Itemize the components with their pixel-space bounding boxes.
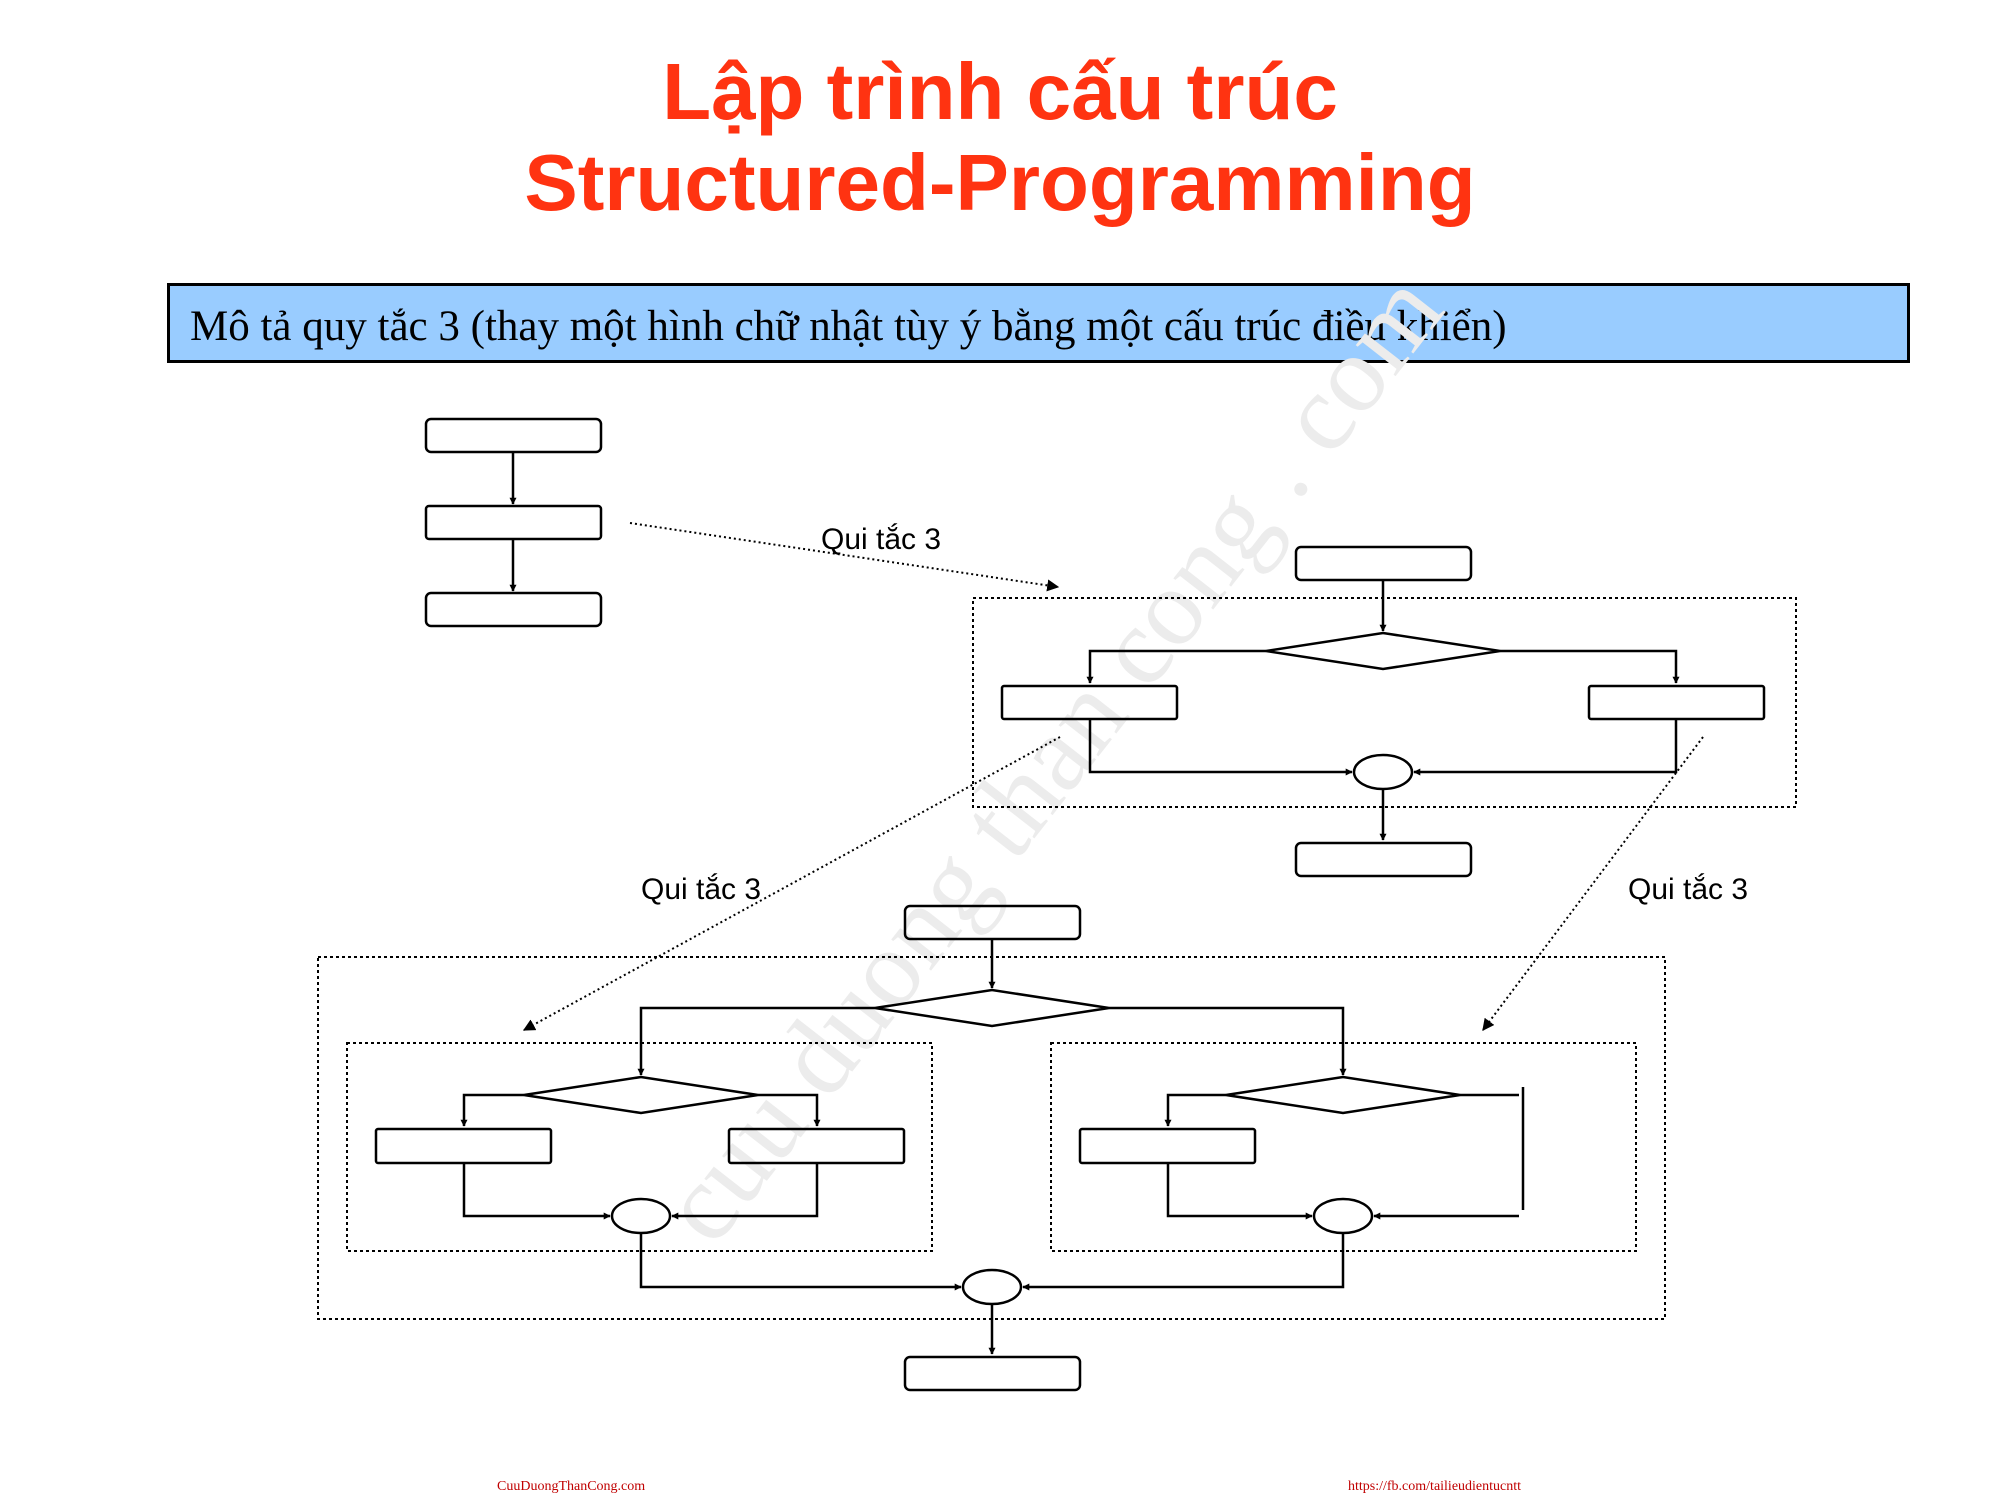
ifelse-decision-diamond	[1265, 631, 1501, 671]
ifelse-right-rect	[1587, 684, 1766, 721]
rule3-arrow-left	[522, 736, 1061, 1031]
nested-outer-merge-connector	[961, 1268, 1023, 1306]
nested-outer-container	[317, 956, 1666, 1320]
seq-bottom-rect	[424, 591, 603, 628]
nested-right-decision-diamond	[1225, 1075, 1461, 1115]
rule-description-text: Mô tả quy tắc 3 (thay một hình chữ nhật …	[190, 303, 1507, 350]
rule3-arrow-top	[629, 522, 1060, 592]
seq-top-rect	[424, 417, 603, 454]
ifelse-bottom-rect	[1294, 841, 1473, 878]
footer-right-link[interactable]: https://fb.com/tailieudientucntt	[1348, 1479, 1522, 1494]
nested-right-container	[1050, 1042, 1637, 1252]
nested-right-merge-connector	[1312, 1197, 1374, 1235]
slide-title-line1: Lập trình cấu trúc	[662, 47, 1338, 136]
nested-left-left-rect	[374, 1127, 553, 1165]
nested-bottom-rect	[903, 1355, 1082, 1392]
ifelse-merge-connector	[1352, 753, 1414, 791]
seq-middle-rect	[424, 504, 603, 541]
nested-left-merge-connector	[610, 1197, 672, 1235]
ifelse-top-rect	[1294, 545, 1473, 582]
rule-description-box: Mô tả quy tắc 3 (thay một hình chữ nhật …	[167, 283, 1910, 363]
slide-title-line2: Structured-Programming	[524, 138, 1476, 227]
nested-right-left-rect	[1078, 1127, 1257, 1165]
footer-left-link[interactable]: CuuDuongThanCong.com	[497, 1479, 646, 1494]
rule3-label-right: Qui tắc 3	[1628, 873, 1748, 906]
nested-left-container	[346, 1042, 933, 1252]
rule3-label-left: Qui tắc 3	[641, 873, 761, 906]
rule3-arrow-right	[1482, 736, 1704, 1031]
rule3-label-top: Qui tắc 3	[821, 523, 941, 556]
